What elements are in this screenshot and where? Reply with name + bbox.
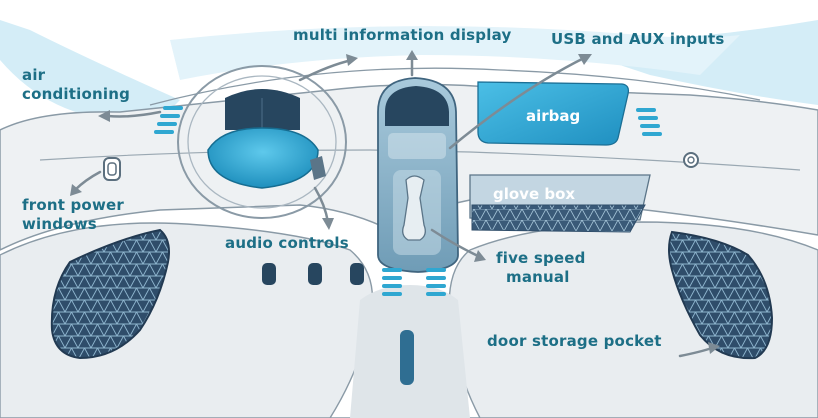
steering-wheel: [177, 65, 347, 219]
arrow-usb-aux: [448, 56, 586, 150]
label-front-power-windows-line1: front power: [22, 196, 124, 214]
label-door-storage-pocket: door storage pocket: [487, 332, 662, 350]
label-glove-box: glove box: [493, 185, 576, 203]
label-five-speed-manual-line2: manual: [506, 268, 570, 286]
dashboard-rim: [149, 67, 761, 106]
arrowhead-air-conditioning: [98, 110, 110, 122]
multi-information-screen: [385, 86, 449, 126]
windshield-left: [0, 20, 180, 122]
handbrake-lever: [400, 330, 414, 385]
audio-button-icon: [262, 263, 364, 285]
left-air-vents: [154, 106, 183, 134]
arrowhead-audio-controls: [322, 218, 334, 230]
arrowhead-five-speed: [474, 250, 486, 262]
label-front-power-windows-line2: windows: [22, 215, 97, 233]
label-air-conditioning-line2: conditioning: [22, 85, 131, 103]
label-five-speed-manual: five speed manual: [496, 249, 586, 287]
label-air-conditioning-line1: air: [22, 66, 46, 84]
right-door-pocket: [668, 230, 774, 360]
right-air-vents: [636, 108, 662, 136]
arrow-multi-information: [298, 58, 354, 82]
window-switch-icon: [103, 157, 121, 181]
center-console-pod: [377, 77, 459, 273]
arrow-five-speed: [430, 228, 480, 258]
label-airbag: airbag: [526, 107, 581, 125]
arrowhead-multi-information: [346, 54, 358, 66]
label-multi-information-display: multi information display: [293, 26, 512, 44]
label-air-conditioning: air conditioning: [22, 66, 130, 104]
label-usb-aux-inputs: USB and AUX inputs: [551, 30, 725, 48]
label-front-power-windows: front power windows: [22, 196, 124, 234]
left-door-pocket: [50, 228, 170, 360]
arrowhead-door-pocket: [708, 342, 720, 354]
glove-box-mesh: [471, 204, 646, 233]
windshield-top: [170, 26, 740, 80]
gear-shifter-icon: [402, 175, 426, 241]
window-switch-right: [683, 152, 699, 168]
arrow-air-conditioning: [106, 110, 162, 118]
arrowhead-display-up: [406, 50, 418, 60]
label-audio-controls: audio controls: [225, 234, 349, 252]
arrowhead-front-power-windows: [70, 184, 82, 196]
label-five-speed-manual-line1: five speed: [496, 249, 586, 267]
arrowhead-usb-aux: [578, 54, 592, 65]
center-air-vents: [382, 268, 446, 296]
